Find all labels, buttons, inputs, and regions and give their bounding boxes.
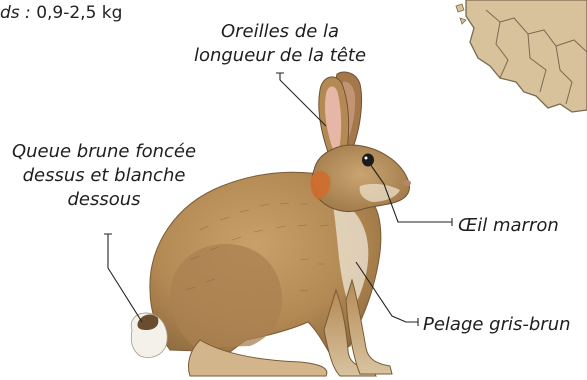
rabbit: [131, 72, 411, 376]
eye-dot: [362, 154, 374, 167]
eye-annotation: Œil marron: [458, 214, 559, 238]
tail-annotation: Queue brune foncée dessus et blanche des…: [0, 140, 208, 212]
tail-annotation-line-2: dessus et blanche: [0, 164, 208, 188]
ears-leader-cap: [276, 73, 284, 80]
tail-leader: [108, 268, 142, 322]
ears-annotation: Oreilles de la longueur de la tête: [180, 20, 380, 68]
tail-annotation-line-1: Queue brune foncée: [0, 140, 208, 164]
tail-leader-cap: [104, 234, 112, 268]
ears-annotation-line-1: Oreilles de la: [180, 20, 380, 44]
ears-annotation-line-2: longueur de la tête: [180, 44, 380, 68]
region-map: [456, 0, 587, 112]
coat-annotation: Pelage gris-brun: [423, 313, 571, 337]
tail-annotation-line-3: dessous: [0, 188, 208, 212]
